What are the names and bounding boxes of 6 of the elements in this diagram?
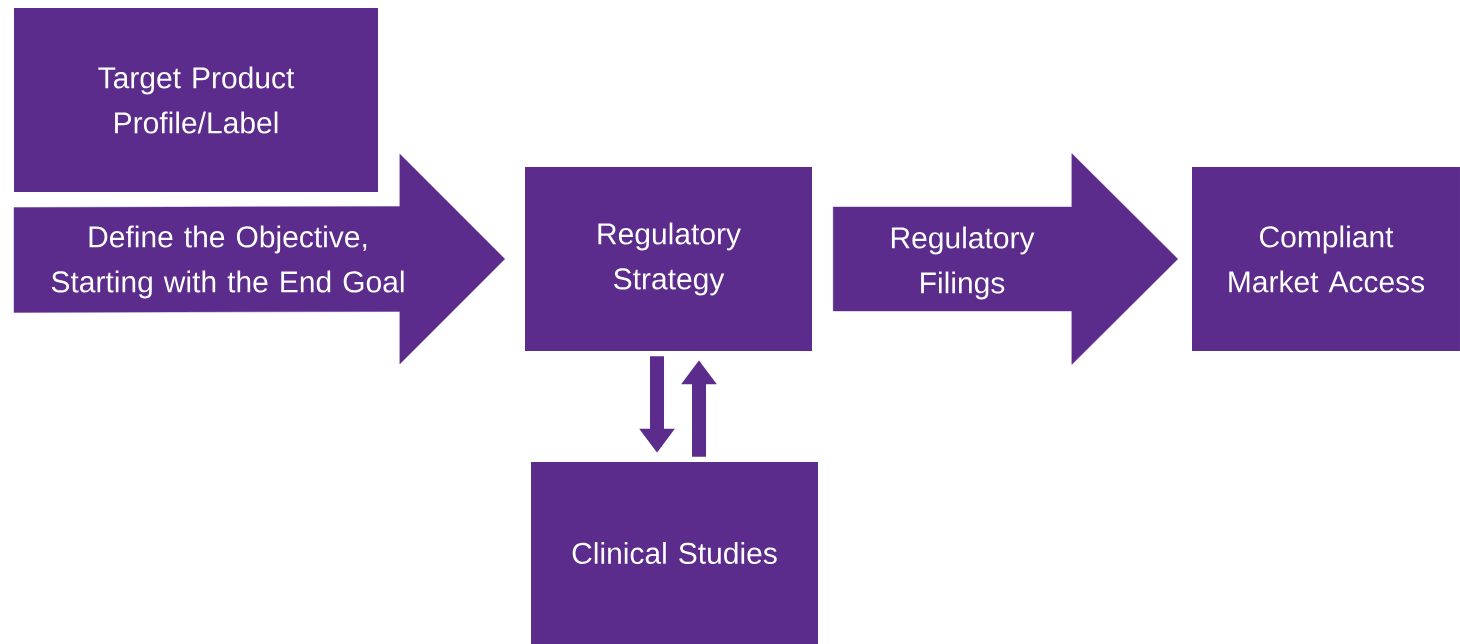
edge-label: Define the Objective, Starting with the End Goal	[37, 224, 419, 300]
process-box: Compliant Market Access	[1192, 167, 1460, 351]
process-box: Target Product Profile/Label	[14, 8, 378, 192]
edge-label: Regulatory Filings	[868, 225, 1056, 301]
process-box: Regulatory Strategy	[525, 167, 812, 351]
process-box: Clinical Studies	[531, 462, 818, 644]
